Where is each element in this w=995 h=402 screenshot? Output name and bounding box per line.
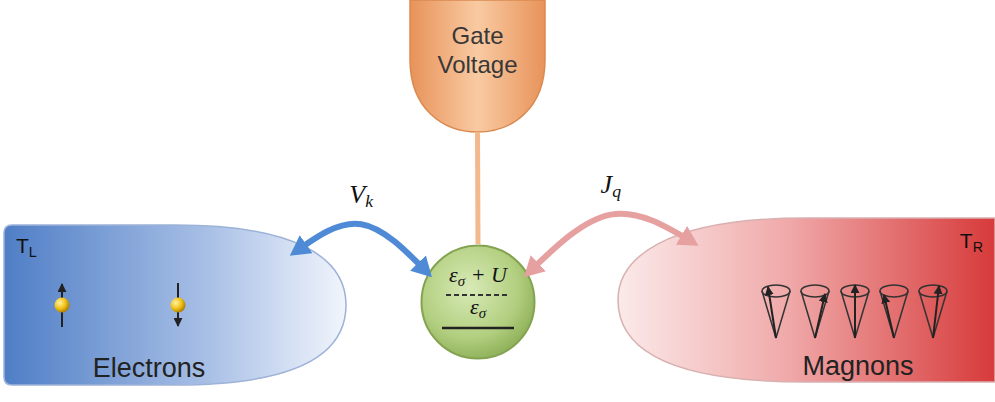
subscript: R: [973, 239, 983, 255]
cone-edge: [841, 291, 855, 338]
cone-edge: [855, 291, 869, 338]
subscript: q: [612, 182, 621, 202]
temperature-label: εσ + U: [449, 262, 507, 287]
dot-circle: [422, 246, 535, 359]
coupling-label: Vk: [349, 180, 373, 209]
text-slot: TL: [16, 233, 86, 261]
text-slot: Electrons: [19, 352, 279, 384]
cone-edge: [894, 291, 908, 338]
temperature-label: TR: [960, 229, 983, 252]
cone-edge: [776, 291, 790, 338]
subscript: σ: [458, 273, 465, 289]
temperature-label: TL: [16, 234, 37, 257]
coupling-label: Jq: [601, 170, 621, 199]
node-label: Electrons: [93, 353, 206, 383]
quantum-dot: εσ + Uεσ: [420, 244, 536, 360]
spin-arrow: [768, 287, 776, 338]
cone-edge: [880, 291, 894, 338]
node-label: Gate Voltage: [420, 22, 535, 80]
precession-ellipse: [762, 285, 790, 297]
spin-arrow: [884, 295, 894, 338]
spin-arrow: [933, 286, 939, 338]
tunnel-coupling-arrow: [295, 224, 428, 273]
magnon-reservoir: TR Magnons: [618, 218, 995, 382]
main-symbol: T: [960, 229, 973, 252]
gate-electrode: Gate Voltage: [410, 0, 545, 132]
symbol-tail: + U: [465, 262, 507, 287]
electron-ball: [171, 298, 186, 313]
magnon-reservoir-body: [618, 218, 995, 382]
subscript: σ: [479, 305, 486, 321]
electron-ball: [55, 298, 70, 313]
main-symbol: T: [16, 234, 29, 257]
connector-group: [528, 214, 693, 273]
coupling-label-slot: Vk: [349, 179, 373, 213]
main-symbol: ε: [449, 262, 458, 287]
text-slot: εσ + U: [428, 262, 528, 291]
gate-lead: [475, 132, 481, 244]
spin-arrow: [854, 285, 856, 338]
text-slot: εσ: [428, 294, 528, 323]
text-slot: TR: [928, 228, 983, 256]
main-symbol: ε: [470, 294, 479, 319]
exchange-coupling-arrow: [528, 214, 693, 273]
connector-group: [477, 132, 479, 244]
spin-arrow: [815, 294, 825, 338]
node-label: εσ: [470, 294, 486, 319]
subscript: k: [365, 191, 373, 211]
main-symbol: J: [601, 170, 613, 199]
node-label: Magnons: [802, 351, 913, 381]
lower-level-line: [442, 327, 514, 330]
cone-edge: [815, 291, 829, 338]
text-slot: Gate Voltage: [420, 22, 535, 80]
coupling-label-slot: Jq: [601, 169, 621, 203]
main-symbol: V: [349, 180, 365, 209]
gate-electrode-body: [410, 0, 545, 132]
connector-group: [295, 224, 428, 273]
subscript: L: [29, 244, 37, 260]
cone-edge: [801, 291, 815, 338]
cone-edge: [919, 291, 933, 338]
text-slot: Magnons: [728, 350, 988, 382]
precession-ellipse: [919, 285, 947, 297]
